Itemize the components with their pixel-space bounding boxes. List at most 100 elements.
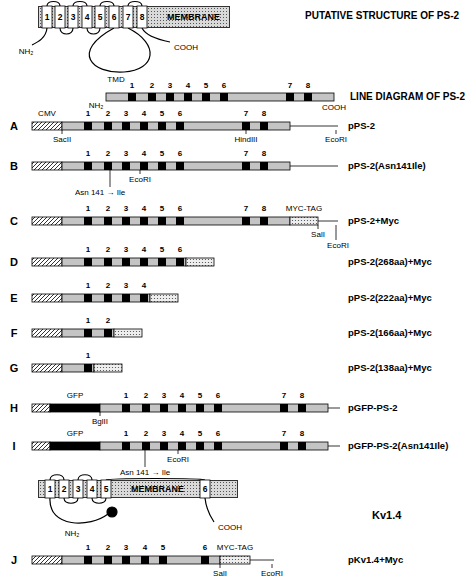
- tmd-number: 4: [186, 82, 190, 90]
- site-label: SalI: [311, 231, 325, 239]
- tmd-number: 7: [244, 150, 248, 158]
- tmd-number: 2: [106, 246, 110, 254]
- tmd-number: 3: [76, 485, 81, 494]
- tmd-number: 5: [104, 485, 109, 494]
- ps2-topology-part-part: [95, 6, 105, 28]
- construct-bar-part: [32, 122, 62, 130]
- construct-name: pPS-2(222aa)+Myc: [348, 293, 432, 303]
- tmd-number: 3: [124, 544, 128, 552]
- construct-bar-part: [32, 329, 62, 337]
- construct-bar-part: [32, 556, 62, 564]
- construct-bar-part: [110, 166, 338, 187]
- construct-bar: [32, 329, 142, 337]
- construct-bar: [32, 364, 122, 372]
- construct-bar-part: [62, 364, 94, 372]
- ps2-topology-part: [89, 28, 150, 72]
- site-label: NH₂: [19, 48, 34, 56]
- tmd-number: 3: [162, 392, 166, 400]
- tmd-number: 5: [160, 110, 164, 118]
- site-label: GFP: [67, 430, 83, 438]
- tmd-number: 5: [198, 392, 202, 400]
- kv-topology-part-part: [59, 480, 69, 498]
- row-letter: C: [10, 216, 18, 227]
- construct-bar-part: [201, 556, 209, 564]
- tmd-number: 2: [106, 317, 110, 325]
- membrane-label: MEMBRANE: [167, 13, 220, 22]
- site-label: COOH: [174, 44, 198, 52]
- site-label: Asn 141 → Ile: [120, 469, 170, 477]
- ps2-topology-part-part: [123, 6, 133, 28]
- construct-bar-part: [32, 294, 62, 302]
- row-letter: E: [10, 293, 17, 304]
- tmd-number: 2: [58, 13, 63, 22]
- construct-bar-part: [32, 364, 62, 372]
- construct-bar: [32, 294, 178, 302]
- site-label: COOH: [218, 524, 242, 532]
- tmd-number: 1: [86, 282, 90, 290]
- tmd-number: 3: [124, 282, 128, 290]
- ps2-topology-part: [60, 28, 100, 34]
- site-label: MYC-TAG: [286, 205, 322, 213]
- construct-bar-part: [32, 162, 62, 170]
- site-label: CMV: [38, 110, 56, 118]
- tmd-number: 6: [178, 205, 182, 213]
- tmd-number: 6: [222, 82, 226, 90]
- row-letter: I: [12, 441, 15, 452]
- construct-bar-part: [114, 329, 142, 337]
- tmd-number: 8: [140, 13, 145, 22]
- site-label: COOH: [322, 104, 346, 112]
- kv-topology-part-part: [200, 480, 210, 498]
- tmd-number: 4: [180, 392, 184, 400]
- membrane-label: MEMBRANE: [131, 485, 184, 494]
- construct-name: pKv1.4+Myc: [348, 555, 403, 565]
- tmd-number: 2: [106, 110, 110, 118]
- tmd-number: 4: [180, 430, 184, 438]
- construct-name: pPS-2: [348, 121, 375, 131]
- tmd-number: 3: [124, 110, 128, 118]
- construct-bar-part: [150, 294, 178, 302]
- tmd-number: 3: [124, 205, 128, 213]
- site-label: EcoRI: [261, 570, 283, 578]
- tmd-number: 6: [178, 110, 182, 118]
- tmd-number: 2: [106, 282, 110, 290]
- construct-bar: [32, 258, 214, 266]
- construct-name: pPS-2(Asn141Ile): [348, 161, 426, 171]
- ps2-topology-part-part: [42, 6, 52, 28]
- tmd-number: 5: [204, 82, 208, 90]
- construct-name: pGFP-PS-2: [348, 403, 398, 413]
- tmd-number: 6: [216, 392, 220, 400]
- kv-topology-part-part: [45, 480, 55, 498]
- tmd-number: 1: [86, 150, 90, 158]
- construct-bar-part: [104, 556, 112, 564]
- tmd-number: 5: [161, 544, 165, 552]
- tmd-number: 6: [178, 150, 182, 158]
- construct-bar-part: [62, 122, 290, 130]
- site-label: BglII: [92, 418, 108, 426]
- tmd-number: 2: [144, 430, 148, 438]
- tmd-number: 4: [143, 544, 147, 552]
- figure-heading: PUTATIVE STRUCTURE OF PS-2: [305, 11, 459, 21]
- construct-bar-part: [84, 364, 92, 372]
- construct-bar-part: [84, 556, 92, 564]
- tmd-number: 4: [142, 205, 146, 213]
- site-label: MYC-TAG: [217, 544, 253, 552]
- tmd-number: 4: [142, 150, 146, 158]
- tmd-number: 6: [178, 246, 182, 254]
- row-letter: F: [11, 328, 18, 339]
- construct-bar-part: [62, 329, 114, 337]
- construct-bar-part: [100, 404, 328, 412]
- construct-bar-part: [62, 258, 186, 266]
- site-label: SalI: [213, 570, 227, 578]
- ps2-topology-part-part: [137, 6, 147, 28]
- construct-bar-part: [122, 556, 130, 564]
- construct-bar-part: [159, 556, 167, 564]
- tmd-number: 2: [150, 82, 154, 90]
- line-diagram-bar-part: [106, 93, 334, 101]
- tmd-number: 8: [300, 430, 304, 438]
- tmd-number: 4: [90, 485, 95, 494]
- ps2-topology-part: [32, 28, 47, 45]
- construct-bar-part: [84, 329, 112, 337]
- site-label: EcoRI: [327, 242, 349, 250]
- tmd-number: 1: [86, 544, 90, 552]
- tmd-number: 8: [262, 110, 266, 118]
